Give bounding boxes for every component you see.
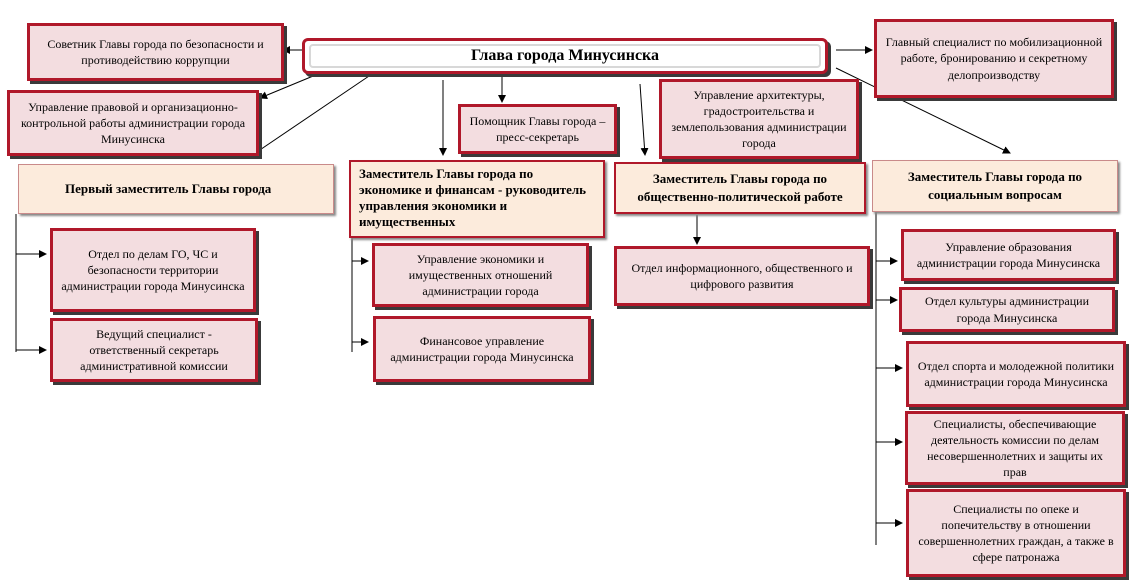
mobilization-box: Главный специалист по мобилизационной ра… — [874, 19, 1114, 98]
political-deputy-box: Заместитель Главы города по общественно-… — [614, 162, 866, 214]
advisor-box: Советник Главы города по безопасности и … — [27, 23, 284, 81]
social-unit-2: Отдел культуры администрации города Мину… — [899, 287, 1115, 332]
head-title: Глава города Минусинска — [309, 44, 821, 68]
head-box: Глава города Минусинска — [302, 38, 828, 74]
legal-box: Управление правовой и организационно-кон… — [7, 90, 259, 156]
first-unit-2: Ведущий специалист - ответственный секре… — [50, 318, 258, 382]
social-unit-1: Управление образования администрации гор… — [901, 229, 1116, 281]
social-unit-5: Специалисты по опеке и попечительству в … — [906, 489, 1126, 577]
social-unit-4: Специалисты, обеспечивающие деятельность… — [905, 411, 1125, 485]
social-unit-3: Отдел спорта и молодежной политики админ… — [906, 341, 1126, 407]
arrow-to-political-deputy — [639, 83, 649, 156]
first-unit-1: Отдел по делам ГО, ЧС и безопасности тер… — [50, 228, 256, 312]
political-unit-1: Отдел информационного, общественного и ц… — [614, 246, 870, 306]
economy-deputy-box: Заместитель Главы города по экономике и … — [349, 160, 605, 238]
economy-unit-2: Финансовое управление администрации горо… — [373, 316, 591, 382]
economy-unit-1: Управление экономики и имущественных отн… — [372, 243, 589, 307]
social-deputy-box: Заместитель Главы города по социальным в… — [872, 160, 1118, 212]
first-deputy-box: Первый заместитель Главы города — [18, 164, 334, 214]
architecture-box: Управление архитектуры, градостроительст… — [659, 79, 859, 159]
assistant-box: Помощник Главы города – пресс-секретарь — [458, 104, 617, 154]
arrow-to-first-deputy — [247, 73, 373, 159]
